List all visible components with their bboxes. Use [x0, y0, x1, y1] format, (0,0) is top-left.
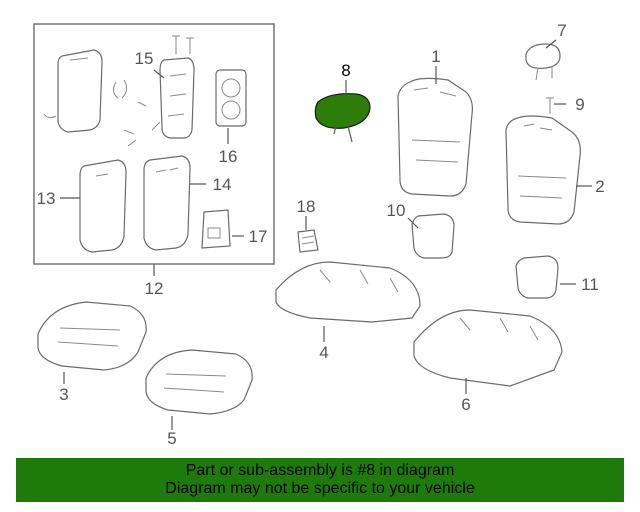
callout-4[interactable]: 4	[319, 343, 328, 362]
part-9[interactable]	[546, 97, 554, 114]
callout-3[interactable]: 3	[59, 385, 68, 404]
part-8-headrest[interactable]	[314, 93, 371, 129]
part-3[interactable]	[37, 301, 147, 371]
callout-1[interactable]: 1	[431, 47, 440, 66]
leader-lines	[60, 39, 592, 430]
part-17[interactable]	[201, 209, 231, 249]
part-16[interactable]	[215, 69, 247, 127]
banner-line-1: Part or sub-assembly is #8 in diagram	[185, 462, 455, 479]
part-7[interactable]	[525, 43, 561, 81]
part-10[interactable]	[411, 213, 455, 259]
callout-6[interactable]: 6	[461, 395, 470, 414]
part-1[interactable]	[397, 77, 473, 197]
part-13[interactable]	[79, 159, 127, 253]
callout-8[interactable]: 8	[341, 61, 350, 80]
part-4[interactable]	[275, 261, 421, 323]
part-2[interactable]	[505, 115, 581, 225]
callout-9[interactable]: 9	[575, 95, 584, 114]
callout-7[interactable]: 7	[557, 21, 566, 40]
callout-12[interactable]: 12	[145, 279, 164, 298]
part-11[interactable]	[515, 255, 559, 299]
callout-14[interactable]: 14	[213, 175, 232, 194]
callout-15[interactable]: 15	[135, 49, 154, 68]
banner-line-2: Diagram may not be specific to your vehi…	[165, 480, 475, 497]
callout-16[interactable]: 16	[219, 147, 238, 166]
part-18[interactable]	[297, 229, 319, 253]
hook-clip[interactable]	[112, 79, 128, 99]
part-5[interactable]	[145, 349, 253, 415]
callout-18[interactable]: 18	[297, 197, 316, 216]
callout-2[interactable]: 2	[595, 177, 604, 196]
callout-11[interactable]: 11	[581, 275, 599, 294]
part-8[interactable]	[314, 93, 371, 143]
part-15[interactable]	[151, 57, 195, 139]
callout-13[interactable]: 13	[37, 189, 56, 208]
part-14[interactable]	[143, 155, 191, 251]
callout-5[interactable]: 5	[167, 429, 176, 448]
info-banner: Part or sub-assembly is #8 in diagram Di…	[16, 458, 624, 502]
part-6[interactable]	[413, 309, 563, 387]
callout-labels: 1 2 3 4 5 6 7 8 9 10 11 12 13 14 15 16 1…	[37, 21, 605, 448]
callout-17[interactable]: 17	[249, 227, 268, 246]
armrest-cover[interactable]	[43, 49, 103, 133]
callout-10[interactable]: 10	[387, 201, 406, 220]
screws[interactable]	[123, 35, 194, 147]
